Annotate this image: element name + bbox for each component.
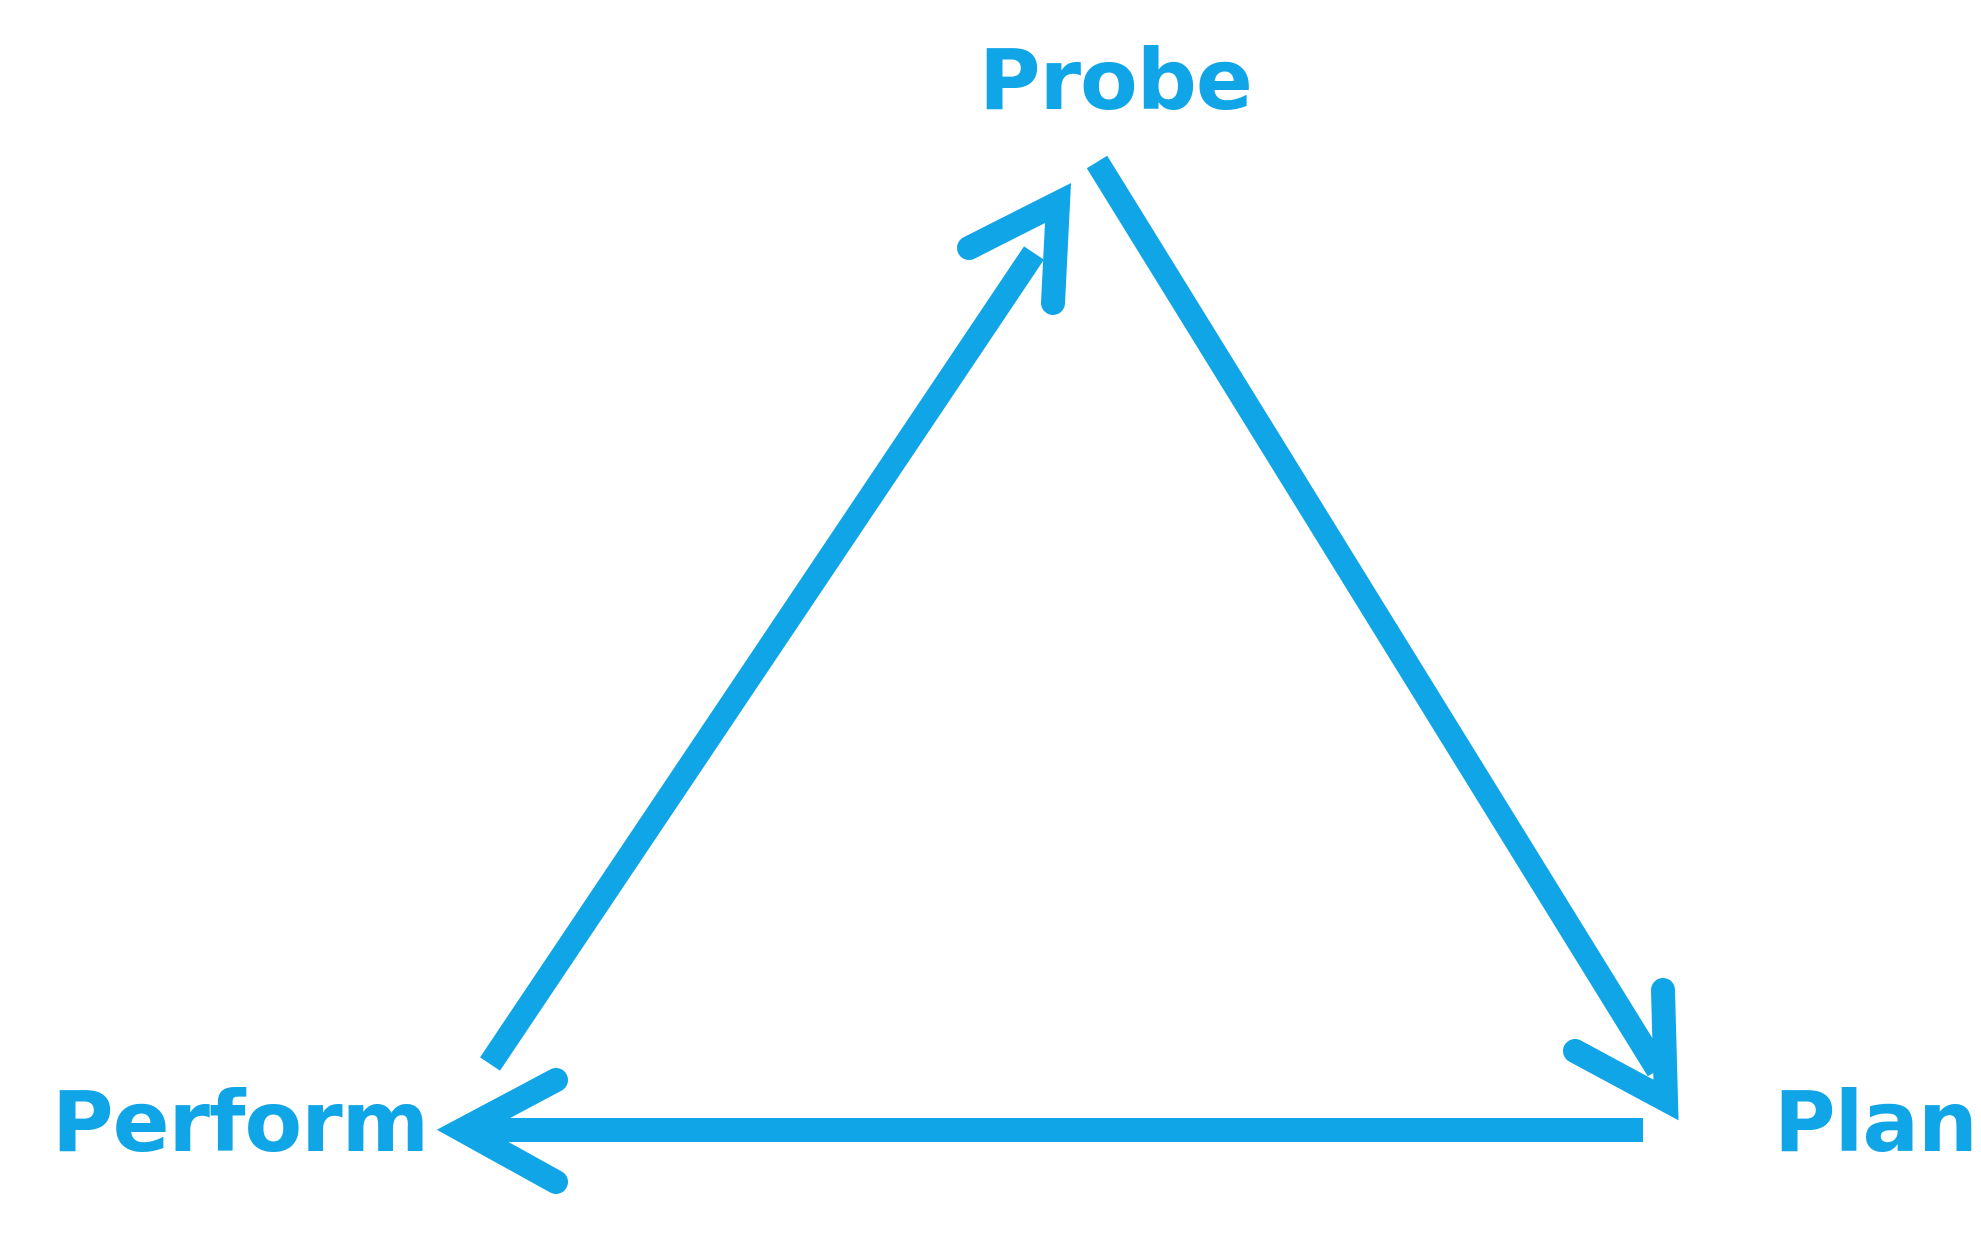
arrow-plan-to-perform-head	[436, 1068, 568, 1194]
node-label-probe: Probe	[979, 31, 1253, 129]
arrow-plan-to-perform	[436, 1068, 1643, 1194]
node-label-perform: Perform	[52, 1073, 429, 1171]
arrow-probe-to-plan	[1086, 155, 1679, 1121]
arrow-probe-to-plan-head	[1563, 978, 1679, 1121]
arrow-perform-to-probe-head	[957, 182, 1072, 315]
node-label-plan: Plan	[1774, 1073, 1978, 1171]
arrow-perform-to-probe-shaft	[480, 246, 1044, 1071]
arrow-perform-to-probe	[480, 182, 1072, 1071]
arrow-probe-to-plan-shaft	[1086, 155, 1669, 1077]
